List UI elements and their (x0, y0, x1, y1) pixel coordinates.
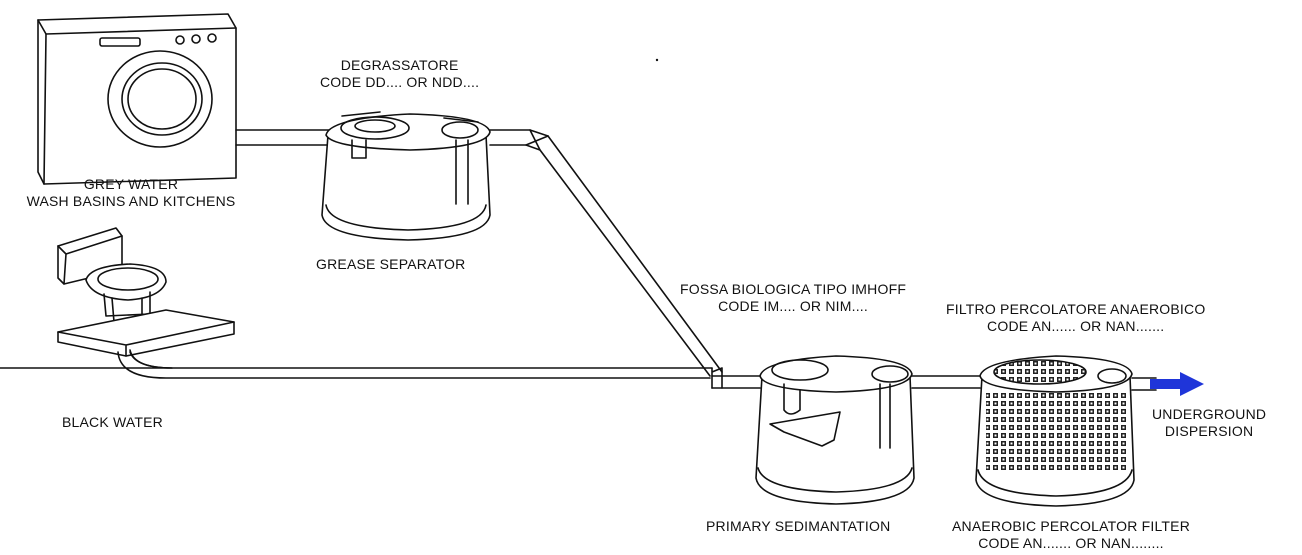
toilet-icon (57, 227, 235, 357)
label-black-water: BLACK WATER (62, 414, 163, 430)
label-filtro-percolatore: FILTRO PERCOLATORE ANAEROBICO CODE AN...… (946, 301, 1206, 334)
pipe-black-water (0, 349, 711, 379)
anaerobic-filter-tank-icon (975, 355, 1135, 507)
label-grease-separator: GREASE SEPARATOR (316, 256, 466, 272)
label-grey-water: GREY WATER WASH BASINS AND KITCHENS (26, 176, 236, 209)
imhoff-tank-icon (755, 355, 915, 505)
label-fossa-imhoff: FOSSA BIOLOGICA TIPO IMHOFF CODE IM.... … (680, 281, 907, 314)
grease-separator-tank-icon (321, 111, 491, 241)
pipe-grey-water (235, 129, 331, 146)
label-underground-dispersion: UNDERGROUND DISPERSION (1152, 406, 1267, 439)
pipe-imhoff-to-filter (911, 375, 981, 389)
label-degrassatore: DEGRASSATORE CODE DD.... OR NDD.... (320, 57, 480, 90)
label-primary-sedimantation: PRIMARY SEDIMANTATION (706, 518, 891, 534)
washing-machine-icon (37, 13, 237, 185)
pipe-grease-to-imhoff (489, 129, 723, 377)
label-anaerobic-percolator-filter: ANAEROBIC PERCOLATOR FILTER CODE AN.....… (952, 518, 1190, 551)
dispersion-arrow (1150, 372, 1204, 396)
